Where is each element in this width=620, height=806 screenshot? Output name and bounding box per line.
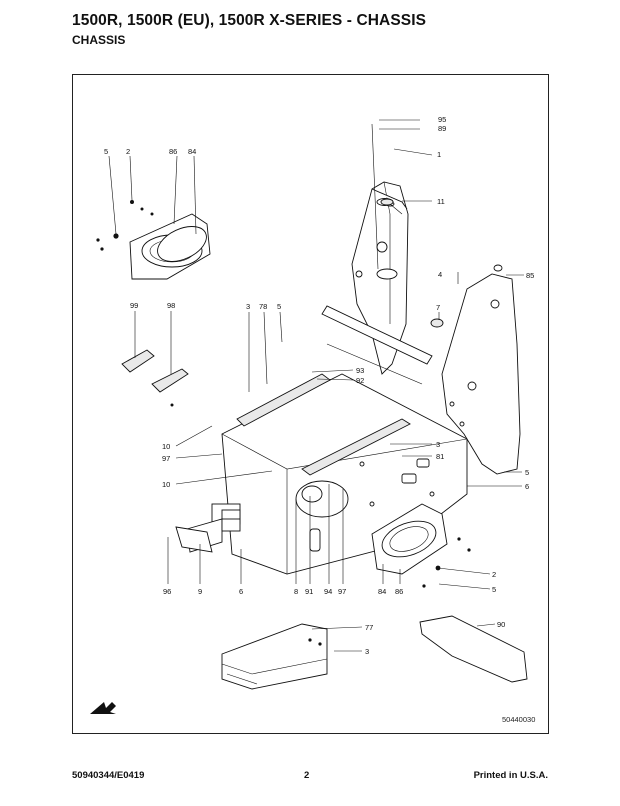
callout-84: 84	[378, 587, 386, 596]
callout-97: 97	[338, 587, 346, 596]
callout-6: 6	[525, 482, 529, 491]
callout-95: 95	[438, 115, 446, 124]
callout-81: 81	[436, 452, 444, 461]
callout-92: 92	[356, 376, 364, 385]
callout-10: 10	[162, 480, 170, 489]
callout-91: 91	[305, 587, 313, 596]
page-subtitle: CHASSIS	[72, 33, 126, 47]
skid-plate	[221, 623, 328, 690]
callout-5: 5	[277, 302, 281, 311]
chassis-frame-drawing	[186, 181, 521, 575]
callout-2: 2	[126, 147, 130, 156]
callout-85: 85	[526, 271, 534, 280]
callout-6: 6	[239, 587, 243, 596]
grommet-right	[430, 264, 503, 328]
callout-90: 90	[497, 620, 505, 629]
leader-lines	[108, 119, 524, 652]
callout-93: 93	[356, 366, 364, 375]
figure-number: 50440030	[502, 715, 535, 724]
callout-3: 3	[436, 440, 440, 449]
callout-5: 5	[492, 585, 496, 594]
callout-7: 7	[436, 303, 440, 312]
access-covers-left	[121, 349, 189, 407]
callout-84: 84	[188, 147, 196, 156]
callout-86: 86	[169, 147, 177, 156]
callout-4: 4	[438, 270, 442, 279]
callout-8: 8	[294, 587, 298, 596]
callout-2: 2	[492, 570, 496, 579]
callout-9: 9	[198, 587, 202, 596]
cover-plate-lower-right	[371, 503, 471, 588]
callout-3: 3	[246, 302, 250, 311]
callout-86: 86	[395, 587, 403, 596]
callout-77: 77	[365, 623, 373, 632]
callout-94: 94	[324, 587, 332, 596]
callout-5: 5	[525, 468, 529, 477]
callout-99: 99	[130, 301, 138, 310]
document-number: 50940344/E0419	[72, 770, 145, 781]
fuel-cap	[371, 123, 403, 280]
arrow-icon	[90, 702, 116, 714]
callout-89: 89	[438, 124, 446, 133]
cover-plate-upper-left	[96, 200, 211, 280]
guard-plate-left	[175, 518, 241, 553]
callout-5: 5	[104, 147, 108, 156]
callout-10: 10	[162, 442, 170, 451]
page-number: 2	[304, 770, 310, 781]
callout-labels: 95 89 1 11 4 85 7 5 2 86 84 99 98 3 78 5…	[104, 115, 535, 724]
page-title: 1500R, 1500R (EU), 1500R X-SERIES - CHAS…	[72, 12, 427, 29]
callout-11: 11	[437, 197, 445, 206]
rear-plate	[419, 615, 528, 683]
callout-3: 3	[365, 647, 369, 656]
callout-98: 98	[167, 301, 175, 310]
callout-1: 1	[437, 150, 441, 159]
callout-96: 96	[163, 587, 171, 596]
printed-in: Printed in U.S.A.	[473, 770, 548, 781]
callout-78: 78	[259, 302, 267, 311]
chassis-exploded-diagram: 95 89 1 11 4 85 7 5 2 86 84 99 98 3 78 5…	[90, 115, 535, 724]
diagram-frame	[72, 74, 549, 734]
callout-97: 97	[162, 454, 170, 463]
